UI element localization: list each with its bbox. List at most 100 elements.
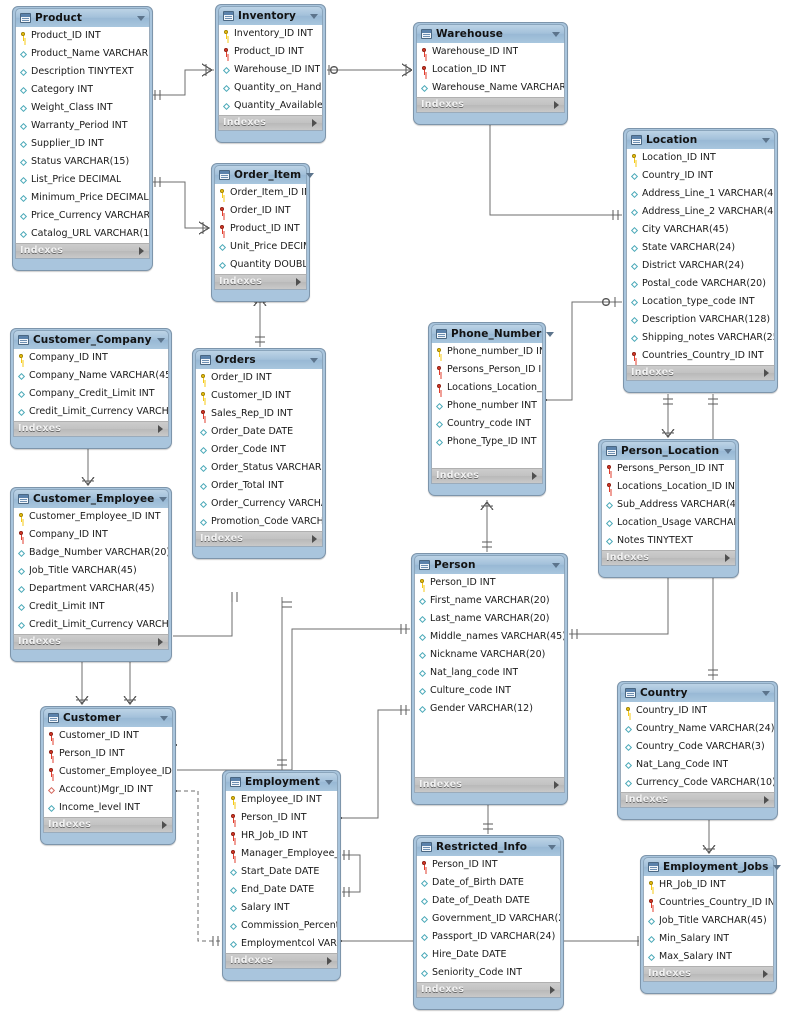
expand-right-icon[interactable]: [554, 101, 559, 109]
table-column[interactable]: Location_ID INT: [627, 149, 774, 167]
table-header-person_location[interactable]: Person_Location: [601, 441, 736, 460]
table-column[interactable]: Employmentcol VARCH...: [226, 935, 337, 953]
expand-right-icon[interactable]: [764, 796, 769, 804]
table-column[interactable]: End_Date DATE: [226, 881, 337, 899]
table-column[interactable]: Nat_lang_code INT: [415, 664, 564, 682]
table-column[interactable]: Customer_Employee_ID INT: [14, 508, 168, 526]
table-column[interactable]: Person_ID INT: [415, 574, 564, 592]
table-column[interactable]: Credit_Limit_Currency VARCHAR(5): [14, 616, 168, 634]
table-column[interactable]: Location_type_code INT: [627, 293, 774, 311]
chevron-down-icon[interactable]: [156, 337, 165, 343]
table-column[interactable]: Quantity DOUBLE: [215, 256, 306, 274]
table-column[interactable]: District VARCHAR(24): [627, 257, 774, 275]
table-column[interactable]: Job_Title VARCHAR(45): [14, 562, 168, 580]
table-column[interactable]: Order_Date DATE: [196, 423, 322, 441]
indexes-section-inventory[interactable]: Indexes: [218, 115, 323, 131]
chevron-down-icon[interactable]: [762, 137, 770, 143]
table-column[interactable]: State VARCHAR(24): [627, 239, 774, 257]
table-header-orders[interactable]: Orders: [195, 350, 323, 369]
chevron-down-icon[interactable]: [310, 357, 318, 363]
table-column[interactable]: Country_ID INT: [621, 702, 774, 720]
chevron-down-icon[interactable]: [325, 779, 333, 785]
table-column[interactable]: Account)Mgr_ID INT: [44, 781, 172, 799]
indexes-section-phone_number[interactable]: Indexes: [431, 468, 543, 484]
indexes-section-customer_employee[interactable]: Indexes: [13, 634, 169, 650]
table-column[interactable]: Person_ID INT: [417, 856, 560, 874]
table-column[interactable]: Company_Name VARCHAR(45): [14, 367, 168, 385]
table-column[interactable]: Phone_number INT: [432, 397, 542, 415]
table-column[interactable]: Order_Code INT: [196, 441, 322, 459]
table-column[interactable]: Job_Title VARCHAR(45): [644, 912, 773, 930]
table-column[interactable]: Catalog_URL VARCHAR(128): [16, 225, 149, 243]
table-column[interactable]: Date_of_Death DATE: [417, 892, 560, 910]
table-column[interactable]: Company_Credit_Limit INT: [14, 385, 168, 403]
table-column[interactable]: Country_Name VARCHAR(24): [621, 720, 774, 738]
table-column[interactable]: Customer_ID INT: [196, 387, 322, 405]
table-column[interactable]: Order_Currency VARCHAR(5): [196, 495, 322, 513]
expand-right-icon[interactable]: [158, 638, 163, 646]
table-column[interactable]: Locations_Location_ID INT: [602, 478, 735, 496]
table-column[interactable]: Locations_Location_ID I...: [432, 379, 542, 397]
table-column[interactable]: Commission_Percent D...: [226, 917, 337, 935]
table-column[interactable]: Price_Currency VARCHAR(5): [16, 207, 149, 225]
table-column[interactable]: Order_Status VARCHAR(15): [196, 459, 322, 477]
indexes-section-employment[interactable]: Indexes: [225, 953, 338, 969]
table-column[interactable]: Shipping_notes VARCHAR(256): [627, 329, 774, 347]
chevron-down-icon[interactable]: [762, 690, 770, 696]
table-column[interactable]: Postal_code VARCHAR(20): [627, 275, 774, 293]
table-column[interactable]: Weight_Class INT: [16, 99, 149, 117]
chevron-down-icon[interactable]: [773, 864, 782, 870]
table-column[interactable]: Order_Item_ID INT: [215, 184, 306, 202]
table-column[interactable]: Currency_Code VARCHAR(10): [621, 774, 774, 792]
table-column[interactable]: Department VARCHAR(45): [14, 580, 168, 598]
table-header-product[interactable]: Product: [15, 8, 150, 27]
table-column[interactable]: Salary INT: [226, 899, 337, 917]
table-column[interactable]: Minimum_Price DECIMAL: [16, 189, 149, 207]
expand-right-icon[interactable]: [763, 970, 768, 978]
table-column[interactable]: Min_Salary INT: [644, 930, 773, 948]
table-column[interactable]: Sales_Rep_ID INT: [196, 405, 322, 423]
table-column[interactable]: Address_Line_2 VARCHAR(45): [627, 203, 774, 221]
table-column[interactable]: Product_ID INT: [16, 27, 149, 45]
indexes-section-customer_company[interactable]: Indexes: [13, 421, 169, 437]
table-header-country[interactable]: Country: [620, 683, 775, 702]
table-header-customer[interactable]: Customer: [43, 708, 173, 727]
table-column[interactable]: Credit_Limit INT: [14, 598, 168, 616]
expand-right-icon[interactable]: [327, 957, 332, 965]
expand-right-icon[interactable]: [139, 247, 144, 255]
table-column[interactable]: Income_level INT: [44, 799, 172, 817]
table-column[interactable]: Seniority_Code INT: [417, 964, 560, 982]
table-column[interactable]: Last_name VARCHAR(20): [415, 610, 564, 628]
table-header-restricted_info[interactable]: Restricted_Info: [416, 837, 561, 856]
chevron-down-icon[interactable]: [159, 496, 168, 502]
chevron-down-icon[interactable]: [552, 562, 560, 568]
table-column[interactable]: Order_Total INT: [196, 477, 322, 495]
table-column[interactable]: Person_ID INT: [44, 745, 172, 763]
table-column[interactable]: Description VARCHAR(128): [627, 311, 774, 329]
chevron-down-icon[interactable]: [306, 172, 315, 178]
table-column[interactable]: Customer_ID INT: [44, 727, 172, 745]
table-column[interactable]: Persons_Person_ID INT: [432, 361, 542, 379]
indexes-section-person_location[interactable]: Indexes: [601, 550, 736, 566]
indexes-section-employment_jobs[interactable]: Indexes: [643, 966, 774, 982]
indexes-section-product[interactable]: Indexes: [15, 243, 150, 259]
table-column[interactable]: Country_Code VARCHAR(3): [621, 738, 774, 756]
table-column[interactable]: Company_ID INT: [14, 349, 168, 367]
expand-right-icon[interactable]: [532, 472, 537, 480]
table-column[interactable]: Manager_Employee_I...: [226, 845, 337, 863]
table-header-person[interactable]: Person: [414, 555, 565, 574]
table-header-warehouse[interactable]: Warehouse: [416, 24, 565, 43]
chevron-down-icon[interactable]: [160, 715, 168, 721]
table-column[interactable]: Person_ID INT: [226, 809, 337, 827]
table-column[interactable]: Product_ID INT: [215, 220, 306, 238]
table-column[interactable]: Warranty_Period INT: [16, 117, 149, 135]
table-column[interactable]: Credit_Limit_Currency VARCHAR(5): [14, 403, 168, 421]
table-column[interactable]: Notes TINYTEXT: [602, 532, 735, 550]
